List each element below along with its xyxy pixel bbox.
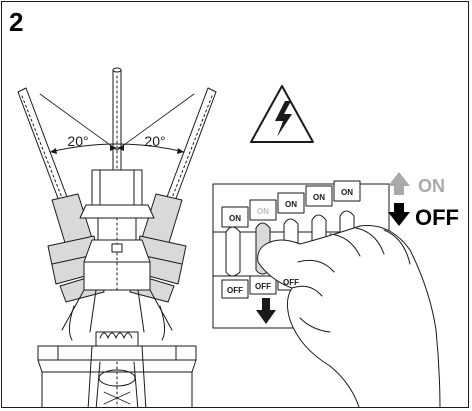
mounting-flange <box>37 345 197 407</box>
step-number: 2 <box>9 7 24 37</box>
lamp-holder <box>79 169 155 291</box>
breaker-off-label: OFF <box>255 282 271 291</box>
angle-indicator <box>39 93 195 154</box>
reflector-cone <box>61 289 173 341</box>
breaker-off-label: OFF <box>227 286 243 295</box>
breaker-top-row <box>221 180 361 228</box>
arrow-down-icon <box>388 203 410 226</box>
legend-off-label: OFF <box>415 205 459 230</box>
breaker-on-label: ON <box>285 200 297 209</box>
hand-illustration <box>257 225 441 407</box>
lamp-assembly <box>17 67 217 407</box>
breaker-on-label: ON <box>229 214 241 223</box>
angle-label-right: 20° <box>144 133 165 149</box>
high-voltage-warning-icon <box>250 85 314 143</box>
left-tilted-arm <box>17 87 105 303</box>
angle-label-left: 20° <box>67 133 88 149</box>
center-rod <box>112 67 122 171</box>
legend-on-label: ON <box>418 176 445 196</box>
breaker-on-label: ON <box>313 193 325 202</box>
arrow-down-icon <box>256 298 276 324</box>
breaker-off-label: OFF <box>283 278 299 287</box>
spring-clip <box>95 331 139 347</box>
breaker-on-label: ON <box>341 188 353 197</box>
arrow-up-icon <box>388 172 410 195</box>
breaker-on-label: ON <box>257 207 269 216</box>
lamp-lower-body <box>87 345 147 407</box>
